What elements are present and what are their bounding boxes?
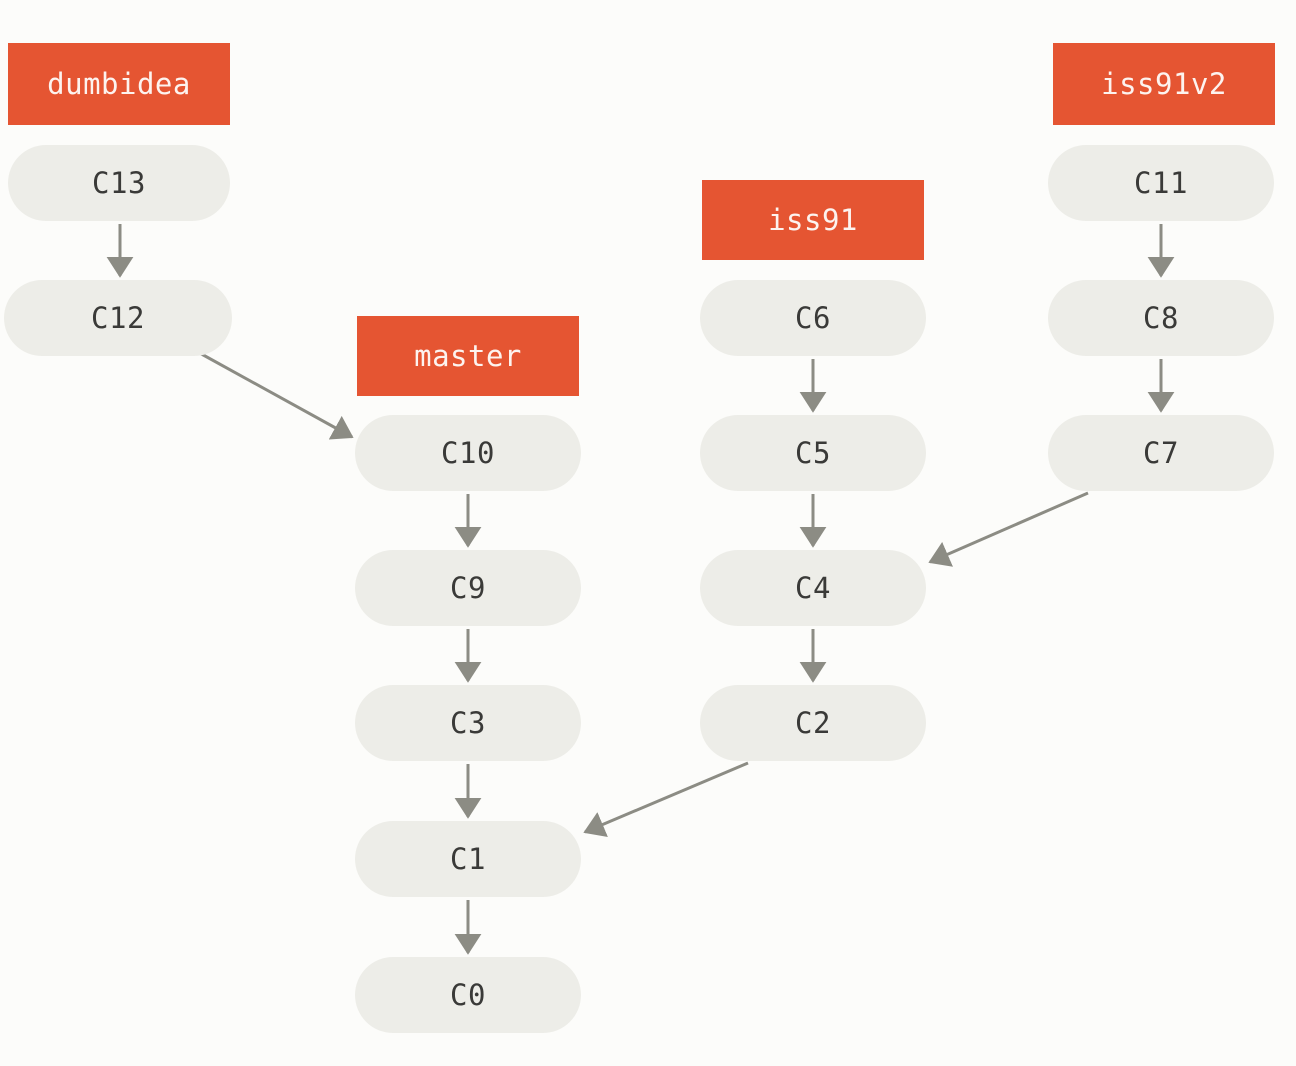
commit-node-c2[interactable]: C2	[700, 685, 926, 761]
commit-node-c3[interactable]: C3	[355, 685, 581, 761]
commit-node-c6[interactable]: C6	[700, 280, 926, 356]
commit-edge-c2-to-c1	[583, 761, 749, 837]
commit-edges	[106, 224, 1175, 955]
commit-node-c8[interactable]: C8	[1048, 280, 1274, 356]
commit-edge-c7-to-c4	[928, 491, 1089, 567]
commit-node-c5[interactable]: C5	[700, 415, 926, 491]
commit-node-c7[interactable]: C7	[1048, 415, 1274, 491]
commit-node-c10[interactable]: C10	[355, 415, 581, 491]
commit-node-c0[interactable]: C0	[355, 957, 581, 1033]
branch-label-master[interactable]: master	[357, 316, 579, 396]
commit-node-c1[interactable]: C1	[355, 821, 581, 897]
commit-node-c4[interactable]: C4	[700, 550, 926, 626]
commit-node-c11[interactable]: C11	[1048, 145, 1274, 221]
branch-label-iss91[interactable]: iss91	[702, 180, 924, 260]
branch-label-iss91v2[interactable]: iss91v2	[1053, 43, 1275, 125]
commit-edge-c12-to-c10	[195, 349, 354, 440]
commit-node-c13[interactable]: C13	[8, 145, 230, 221]
branch-label-dumbidea[interactable]: dumbidea	[8, 43, 230, 125]
commit-node-c9[interactable]: C9	[355, 550, 581, 626]
commit-node-c12[interactable]: C12	[4, 280, 232, 356]
